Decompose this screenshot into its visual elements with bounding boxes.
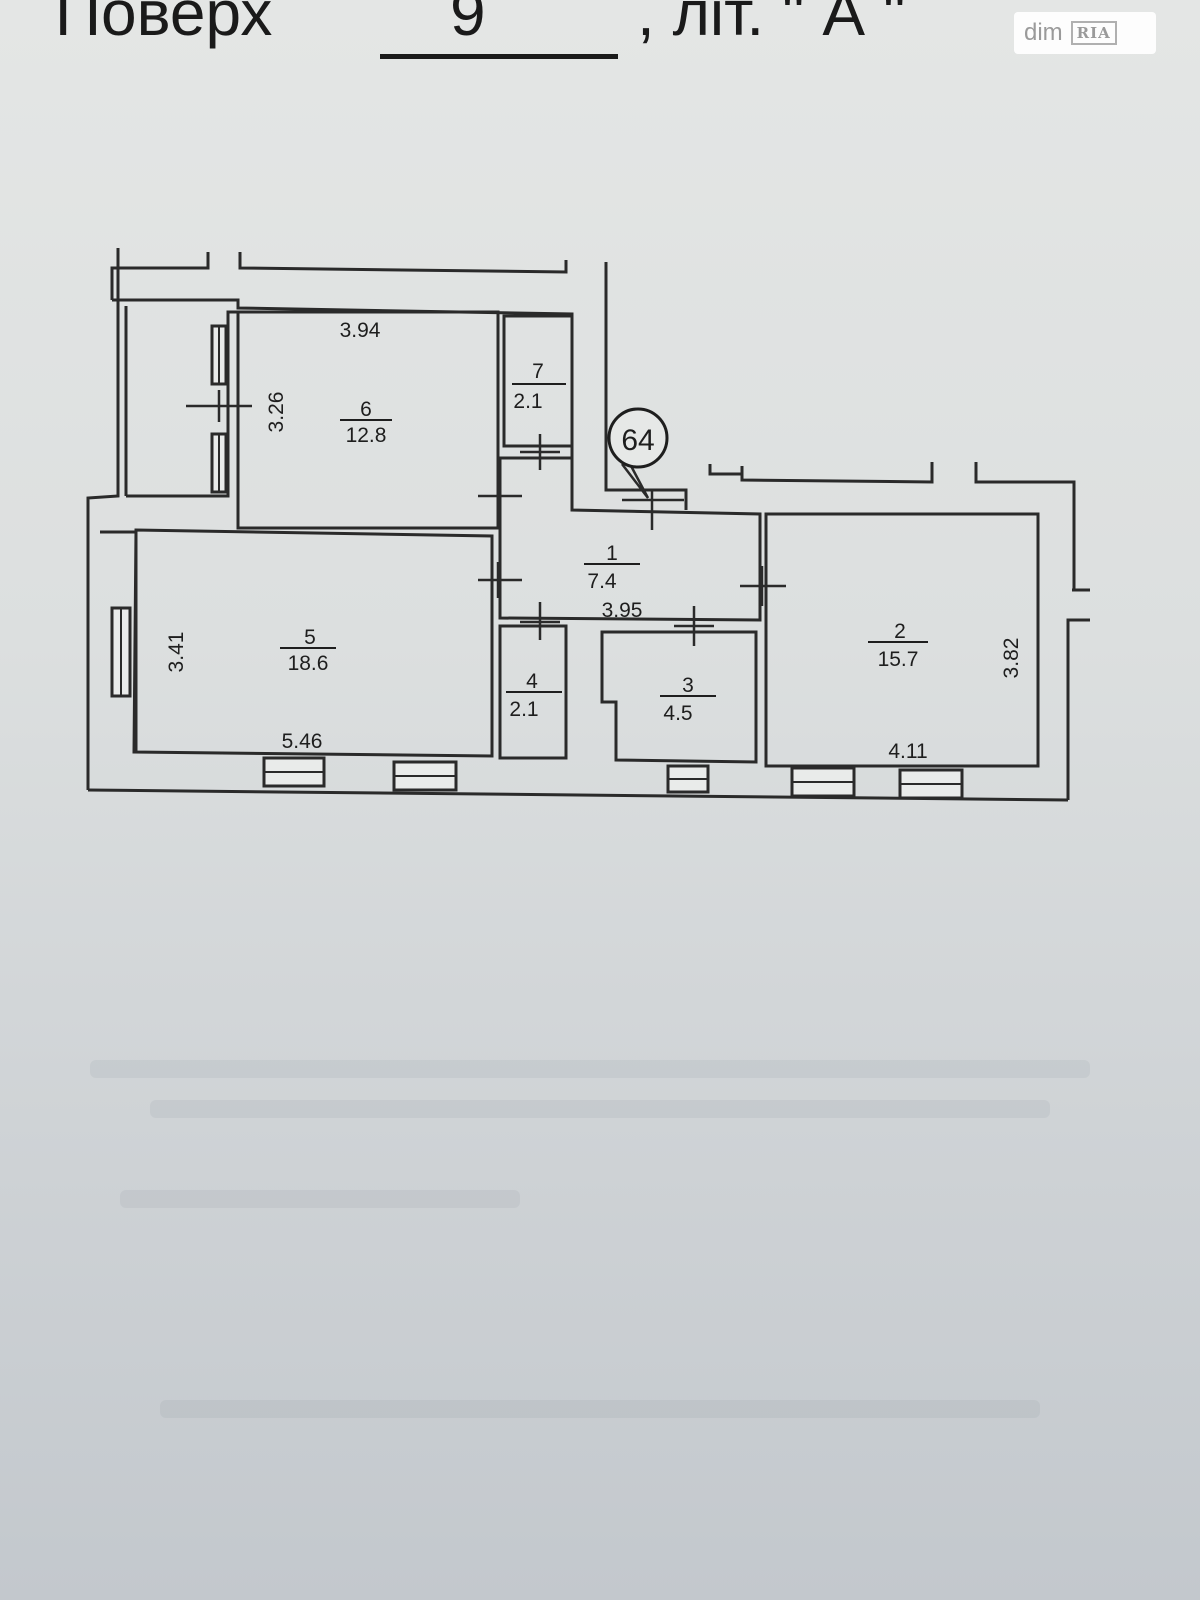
dimension-room2-width: 4.11 [888,740,927,763]
bleed-through-line [150,1100,1050,1118]
room-5-area: 18.6 [288,652,329,675]
dimension-room2-height: 3.82 [1000,638,1023,679]
bleed-through-line [160,1400,1040,1418]
apartment-number-circle [607,407,669,469]
room-4-outline [498,624,568,760]
dimension-room5-height: 3.41 [165,632,188,673]
wall [126,310,238,498]
room-2-number: 2 [894,620,906,643]
room-6-area: 12.8 [346,424,387,447]
wall [604,262,688,510]
wall [238,252,568,274]
dimension-room5-width: 5.46 [282,730,323,753]
floor-plan-header: Поверх 9 , літ. " А " [55,0,915,66]
room-3-area: 4.5 [663,702,692,725]
room-7-area: 2.1 [513,390,542,413]
room-4-area: 2.1 [509,698,538,721]
dimension-room6-width: 3.94 [340,319,381,342]
floor-underline [380,54,618,59]
wall [708,462,934,484]
floor-number: 9 [450,0,486,49]
floor-label: Поверх [55,0,273,49]
wall [1066,618,1090,800]
bleed-through-line [90,1060,1090,1078]
room-1-number: 1 [606,542,618,565]
room-7-number: 7 [532,360,544,383]
room-6-number: 6 [360,398,372,421]
dimension-room6-height: 3.26 [265,392,288,433]
dimria-watermark-logo: dim RIA [1014,12,1156,54]
room-3-number: 3 [682,674,694,697]
watermark-brand-badge: RIA [1070,21,1117,45]
wall [86,300,120,790]
apartment-number-marker: 64 [607,407,669,499]
room-3-outline [600,630,758,764]
wall [974,462,1076,590]
watermark-brand: dim [1024,19,1063,46]
letter-label: , літ. " А " [637,0,906,49]
room-5-number: 5 [304,626,316,649]
room-7-outline [502,314,574,448]
room-1-area: 7.4 [587,570,617,593]
room-6-outline [236,310,500,530]
dimension-room1-width: 3.95 [602,599,643,622]
apartment-number: 64 [621,424,654,457]
room-4-number: 4 [526,670,538,693]
wall [110,252,210,300]
room-2-outline [764,512,1040,768]
room-2-area: 15.7 [878,648,919,671]
room-1-outline [498,456,762,622]
bleed-through-line [120,1190,520,1208]
